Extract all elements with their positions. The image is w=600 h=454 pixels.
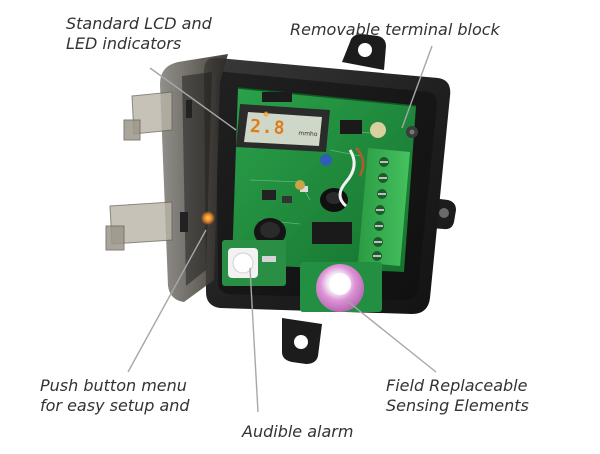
leader-line-terminal [401, 45, 433, 129]
leader-line-sensing [345, 299, 437, 373]
ic-chip [262, 190, 276, 200]
sensing-element [300, 262, 382, 312]
callout-sensing-elements-line2: Sensing Elements [386, 396, 529, 415]
mounting-tab-bottom [282, 318, 322, 364]
callout-sensing-elements: Field Replaceable Sensing Elements [386, 376, 529, 416]
callout-terminal-block: Removable terminal block [290, 20, 500, 39]
buzzer [254, 218, 286, 246]
relay [312, 222, 352, 244]
potentiometer [320, 154, 332, 166]
lcd-reading: 2.8 [249, 115, 287, 140]
leader-line-alarm [249, 267, 259, 413]
callout-push-button-line2: for easy setup and [40, 396, 190, 415]
enclosure-lid [105, 54, 228, 302]
leader-line-lcd [149, 67, 237, 131]
callout-audible-alarm: Audible alarm [242, 422, 354, 441]
callout-push-button: Push button menu for easy setup and [40, 376, 190, 416]
lcd-unit: mmho [298, 129, 318, 139]
lcd-display [236, 104, 330, 152]
callout-push-button-line1: Push button menu [40, 376, 187, 395]
callout-lcd-led-line2: LED indicators [66, 34, 182, 53]
capacitor [320, 188, 348, 212]
terminal-block [358, 148, 410, 266]
lcd-readout: 2.8 mmho [249, 116, 318, 141]
latch-clips [105, 91, 173, 251]
callout-lcd-led: Standard LCD and LED indicators [66, 14, 212, 54]
led-indicator-board [263, 111, 269, 117]
callout-sensing-elements-line1: Field Replaceable [386, 376, 528, 395]
wire-white [338, 149, 356, 208]
sensor-module-white [222, 240, 286, 286]
mounting-tab-top [342, 34, 386, 70]
leader-line-push-button [127, 229, 207, 373]
wire-brown [355, 147, 365, 177]
callout-lcd-led-line1: Standard LCD and [66, 14, 212, 33]
